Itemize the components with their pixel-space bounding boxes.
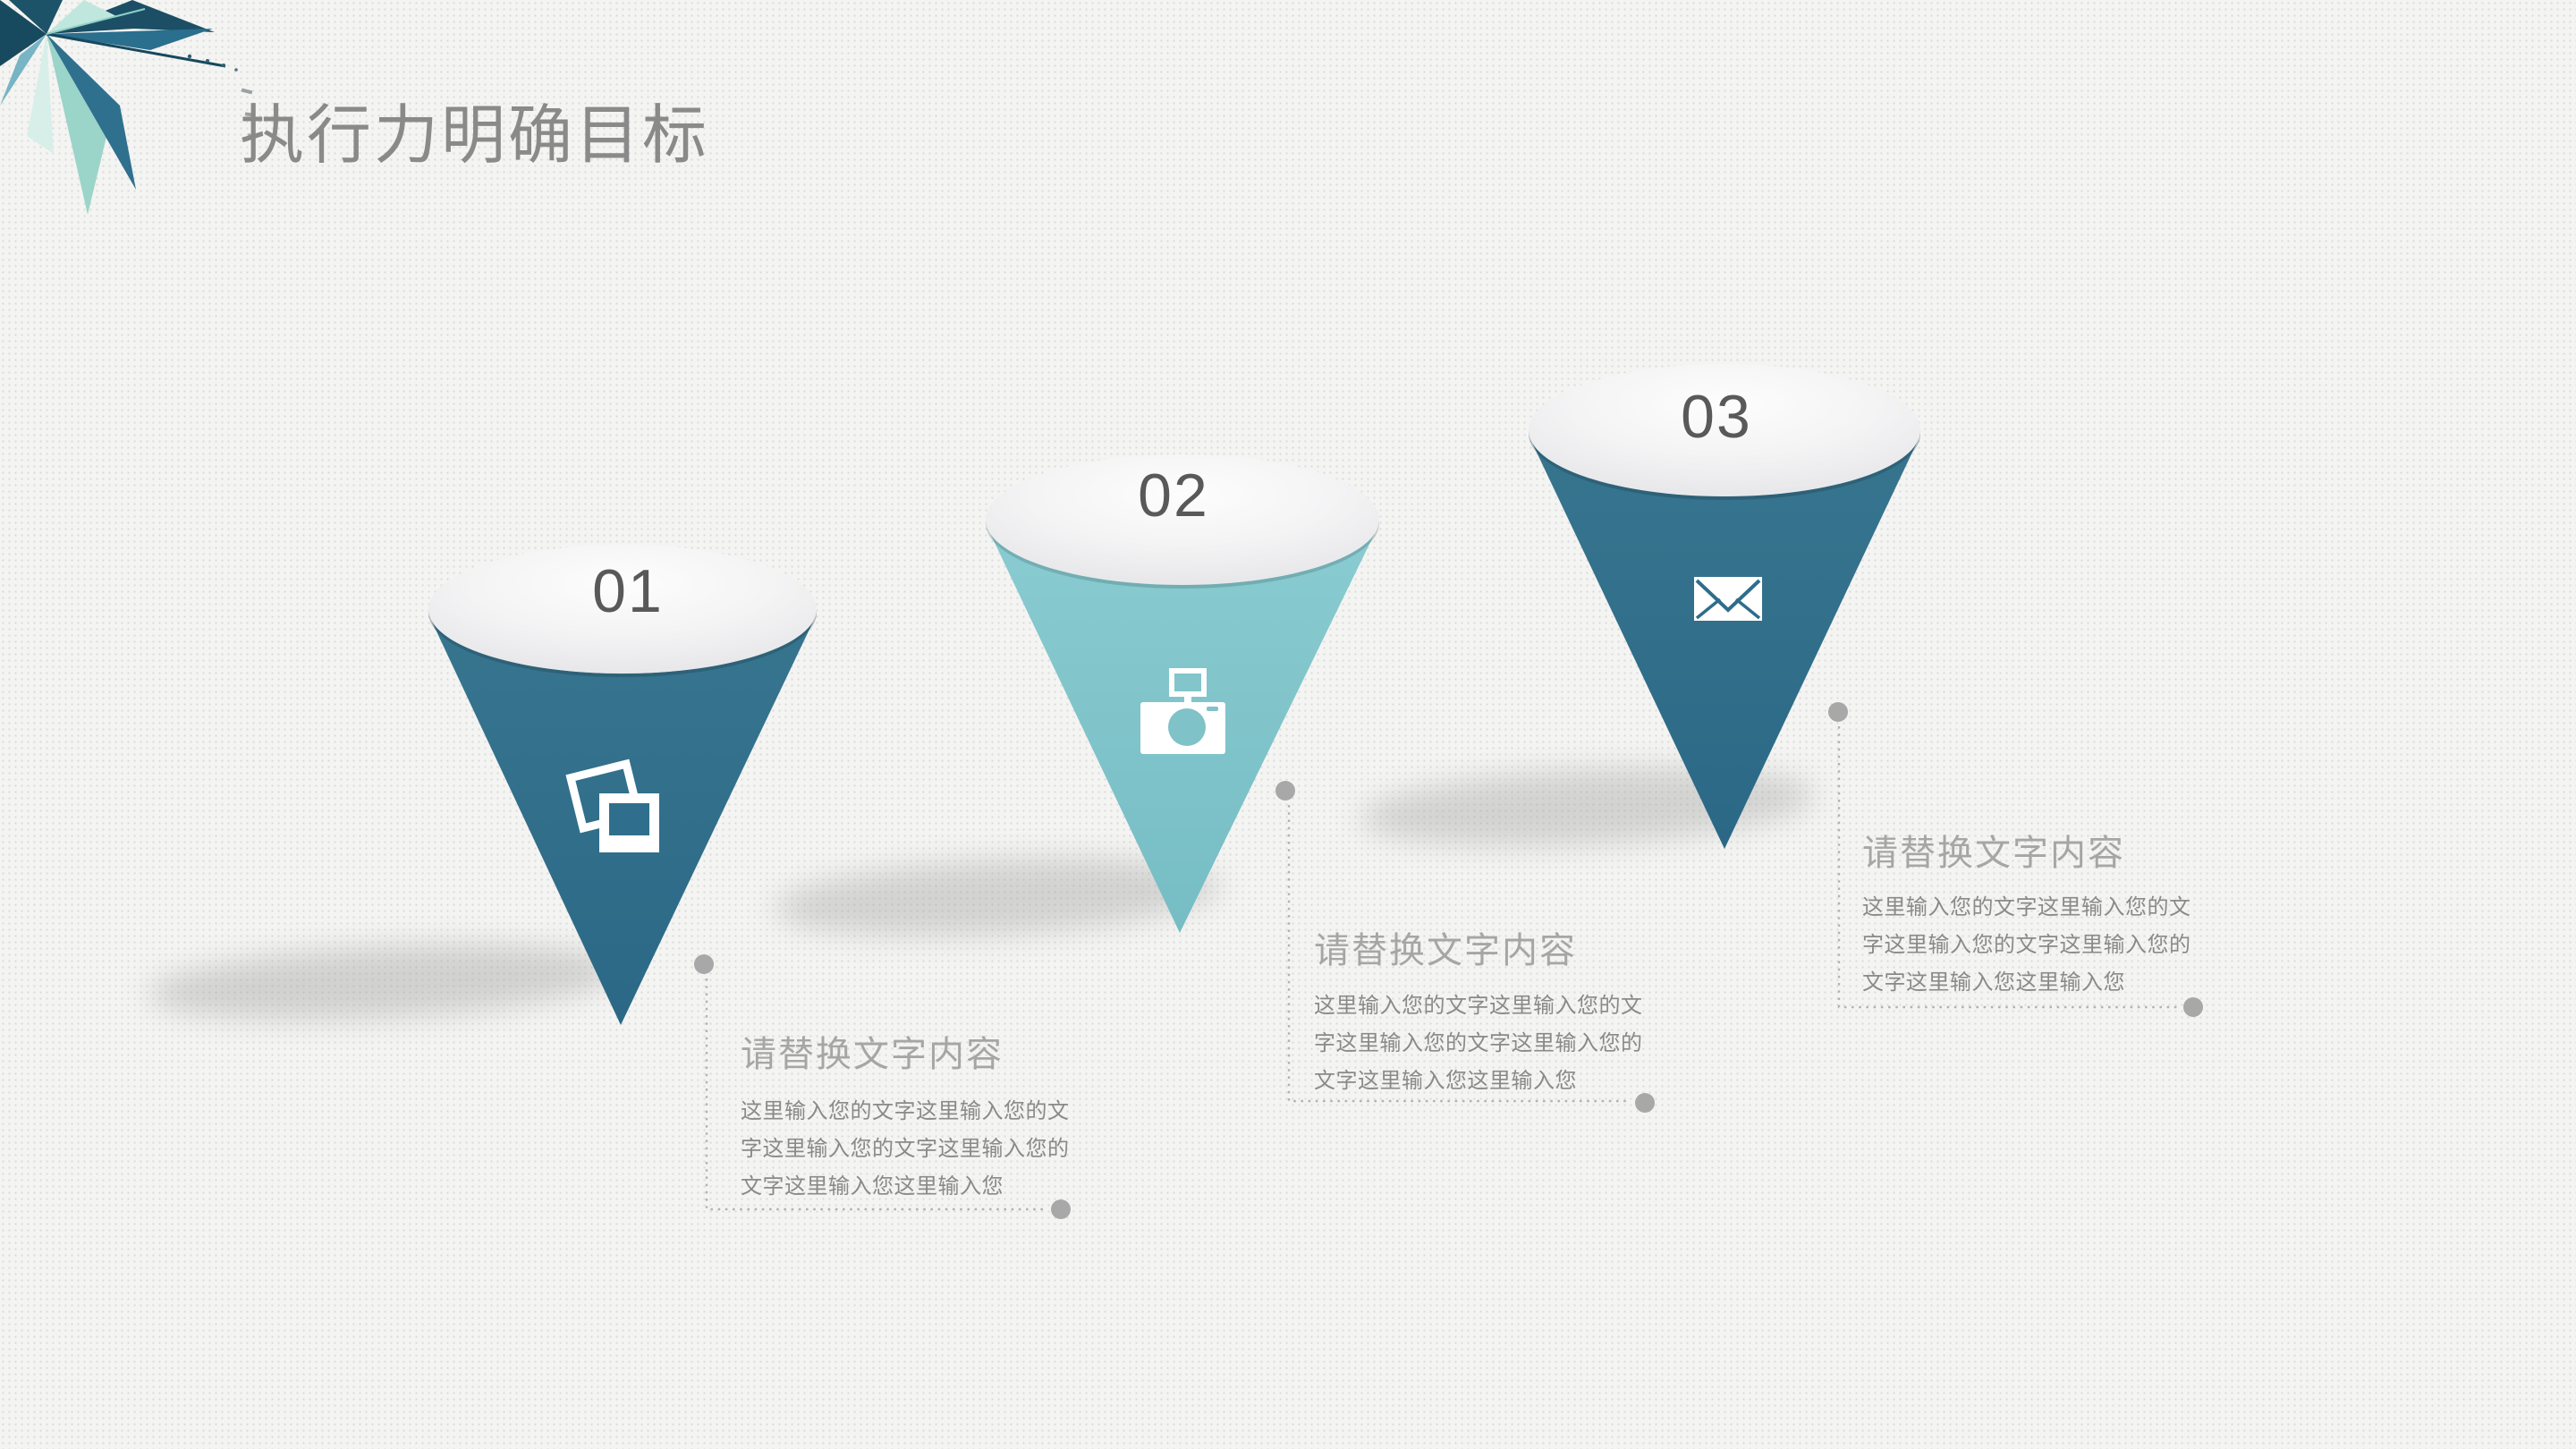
connector-dot <box>1828 702 1848 722</box>
photos-icon <box>565 758 659 852</box>
connector-line-2 <box>1287 805 1628 1103</box>
connector-dot <box>694 954 714 974</box>
cone-3-body <box>1531 441 1918 849</box>
starburst-decoration-icon <box>0 0 257 215</box>
cone-3 <box>1529 364 1920 849</box>
cone-2-number: 02 <box>1138 462 1209 530</box>
connector-line-3 <box>1837 726 2177 1009</box>
cone-1-number: 01 <box>592 557 664 625</box>
item-1-body: 这里输入您的文字这里输入您的文字这里输入您的文字这里输入您的文字这里输入您这里输… <box>741 1099 1070 1199</box>
connector-dot <box>1635 1093 1655 1113</box>
cone-3-top <box>1529 364 1920 496</box>
item-3-heading: 请替换文字内容 <box>1862 834 2125 873</box>
connector-dot <box>1051 1199 1071 1219</box>
cone-2-top <box>986 454 1379 585</box>
cone-1-top <box>428 545 817 674</box>
cone-2 <box>986 454 1379 933</box>
shadow-cone-1 <box>148 944 622 1021</box>
item-3-body: 这里输入您的文字这里输入您的文字这里输入您的文字这里输入您的文字这里输入您这里输… <box>1862 895 2191 995</box>
shadow-cone-2 <box>774 858 1221 936</box>
connector-dots <box>694 702 2203 1219</box>
item-2-heading: 请替换文字内容 <box>1314 931 1577 970</box>
connector-lines <box>705 726 2177 1211</box>
slide-title: 执行力明确目标 <box>240 100 710 172</box>
connector-dot <box>2183 997 2203 1017</box>
camera-icon <box>1140 668 1225 754</box>
item-2-body: 这里输入您的文字这里输入您的文字这里输入您的文字这里输入您的文字这里输入您这里输… <box>1314 994 1643 1093</box>
item-1-heading: 请替换文字内容 <box>741 1035 1004 1074</box>
cone-1 <box>428 545 817 1025</box>
cone-3-number: 03 <box>1681 383 1752 451</box>
envelope-icon <box>1694 577 1762 621</box>
connector-dot <box>1275 781 1295 801</box>
connector-line-1 <box>705 979 1045 1211</box>
